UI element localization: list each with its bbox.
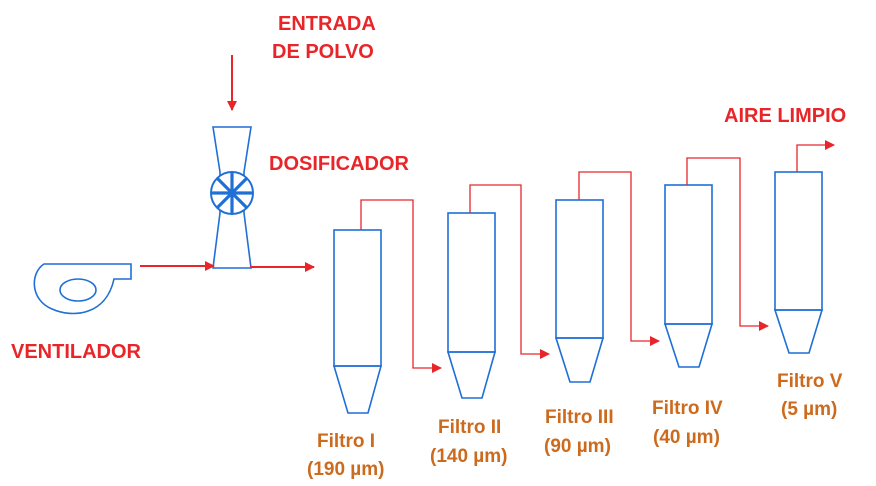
filter-5-name: Filtro V — [777, 371, 843, 392]
filter-3-size: (90 µm) — [544, 436, 611, 457]
filter-4-name: Filtro IV — [652, 398, 723, 419]
pipe-filter4-to-filter5 — [686, 157, 769, 331]
fan-icon — [33, 263, 132, 315]
fan-label: VENTILADOR — [11, 341, 142, 363]
outlet-label: AIRE LIMPIO — [724, 105, 846, 127]
filter-5 — [773, 171, 824, 354]
pipe-filter1-to-filter2 — [360, 199, 442, 373]
inlet-label-line1: ENTRADA — [278, 13, 376, 35]
filter-2-name: Filtro II — [438, 417, 501, 438]
filter-5-size: (5 µm) — [781, 399, 837, 420]
doser-icon — [210, 126, 254, 269]
filter-1-name: Filtro I — [317, 431, 375, 452]
pipe-filter2-to-filter3 — [469, 184, 550, 359]
outlet-pipe — [796, 140, 835, 172]
filter-4-size: (40 µm) — [653, 427, 720, 448]
filter-3-name: Filtro III — [545, 407, 614, 428]
filter-4 — [663, 184, 714, 368]
filter-1-size: (190 µm) — [307, 459, 384, 480]
filter-2 — [446, 212, 497, 399]
filter-3 — [554, 199, 605, 383]
filter-1 — [332, 229, 383, 414]
inlet-label-line2: DE POLVO — [272, 41, 374, 63]
doser-label: DOSIFICADOR — [269, 153, 410, 175]
filter-2-size: (140 µm) — [430, 446, 507, 467]
pipe-filter3-to-filter4 — [578, 171, 660, 346]
